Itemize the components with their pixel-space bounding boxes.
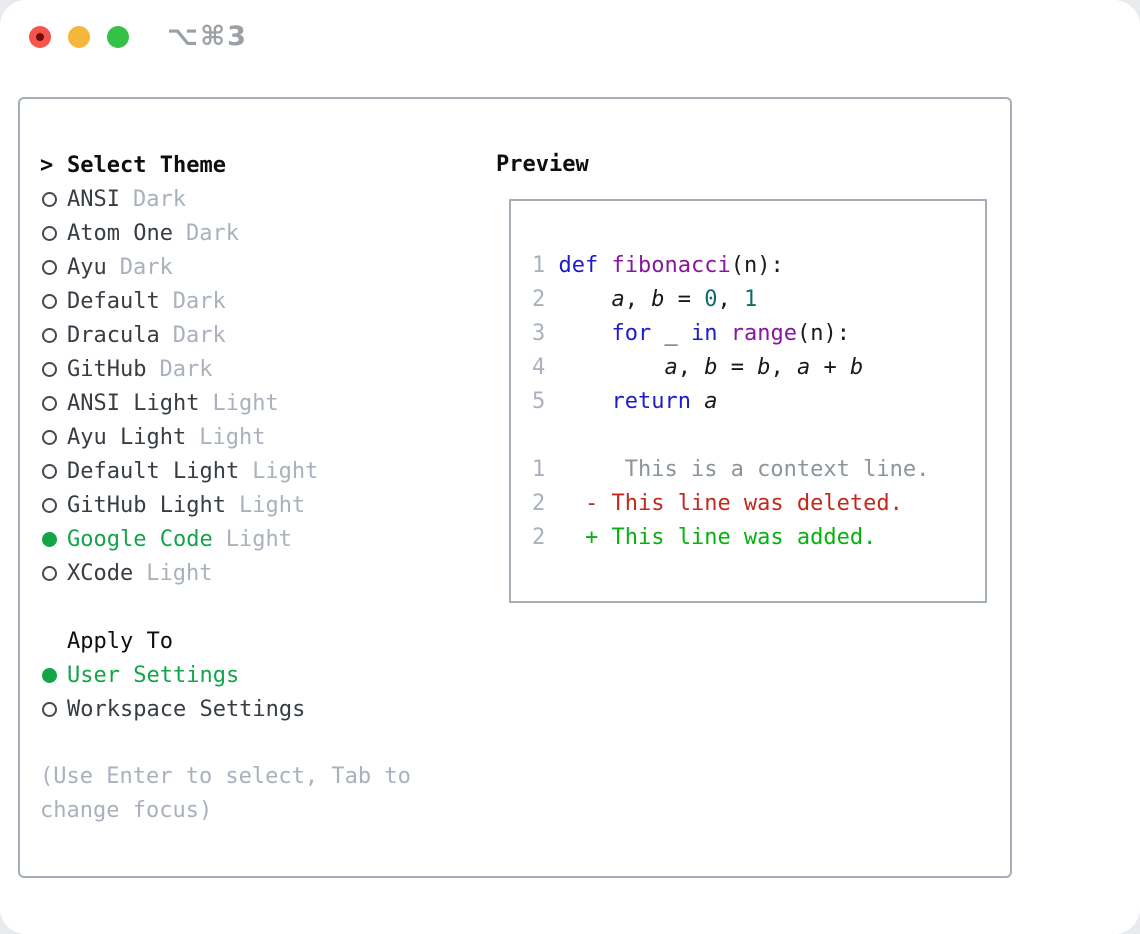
theme-name: Dracula (67, 322, 160, 348)
theme-option-default-light[interactable]: Default Light Light (40, 454, 411, 488)
theme-option-xcode[interactable]: XCode Light (40, 556, 411, 590)
theme-name: ANSI (67, 186, 120, 212)
theme-option-ansi-light[interactable]: ANSI Light Light (40, 386, 411, 420)
preview-code: 1 def fibonacci(n): 2 a, b = 0, 1 3 for _ … (511, 201, 985, 555)
preview-line: 4 a, b = b, a + b (532, 355, 864, 380)
line-number: 2 (532, 491, 559, 516)
radio-icon (40, 463, 67, 479)
theme-option-ayu-light[interactable]: Ayu Light Light (40, 420, 411, 454)
help-line: change focus) (40, 798, 213, 823)
preview-pane: 1 def fibonacci(n): 2 a, b = 0, 1 3 for _ … (509, 199, 987, 603)
theme-variant: Dark (119, 254, 173, 280)
line-number: 1 (532, 457, 559, 482)
theme-variant: Light (212, 390, 279, 416)
theme-name: XCode (67, 560, 134, 586)
theme-variant: Dark (172, 322, 226, 348)
cursor-prompt-icon: > (40, 152, 54, 178)
zoom-button-icon[interactable] (107, 26, 129, 48)
radio-selected-icon (40, 667, 67, 683)
theme-name: ANSI Light (67, 390, 200, 416)
theme-name: Atom One (67, 220, 173, 246)
line-number: 4 (532, 355, 559, 380)
radio-icon (40, 361, 67, 377)
theme-option-ansi[interactable]: ANSI Dark (40, 182, 411, 216)
radio-icon (40, 565, 67, 581)
theme-name: GitHub (67, 356, 147, 382)
theme-variant: Dark (159, 356, 213, 382)
radio-selected-icon (40, 531, 67, 547)
theme-option-ayu[interactable]: Ayu Dark (40, 250, 411, 284)
radio-icon (40, 191, 67, 207)
line-number: 2 (532, 525, 559, 550)
preview-line: 2 + This line was added. (532, 525, 877, 550)
spacer (40, 726, 411, 760)
radio-icon (40, 225, 67, 241)
preview-line: 3 for _ in range(n): (532, 321, 850, 346)
spacer (40, 590, 411, 624)
theme-variant: Dark (172, 288, 226, 314)
theme-option-google-code[interactable]: Google Code Light (40, 522, 411, 556)
apply-to-header: Apply To (40, 624, 411, 658)
theme-variant: Dark (185, 220, 239, 246)
line-number: 3 (532, 321, 559, 346)
preview-line: 1 This is a context line. (532, 457, 930, 482)
titlebar: ⌥⌘3 (0, 0, 1140, 97)
close-button-icon[interactable] (29, 26, 51, 48)
theme-variant: Light (225, 526, 292, 552)
line-number: 2 (532, 287, 559, 312)
select-theme-header: > Select Theme (40, 148, 411, 182)
theme-option-dracula[interactable]: Dracula Dark (40, 318, 411, 352)
radio-icon (40, 395, 67, 411)
radio-icon (40, 701, 67, 717)
theme-name: Ayu (67, 254, 107, 280)
theme-option-default[interactable]: Default Dark (40, 284, 411, 318)
theme-option-atom-one[interactable]: Atom One Dark (40, 216, 411, 250)
help-line: (Use Enter to select, Tab to (40, 764, 411, 789)
traffic-lights (29, 26, 129, 48)
help-text: (Use Enter to select, Tab to change focus… (40, 760, 411, 828)
preview-line: 2 - This line was deleted. (532, 491, 903, 516)
radio-icon (40, 327, 67, 343)
theme-name: Google Code (67, 526, 213, 552)
theme-variant: Dark (132, 186, 186, 212)
preview-line: 5 return a (532, 389, 718, 414)
preview-line: 2 a, b = 0, 1 (532, 287, 758, 312)
minimize-button-icon[interactable] (68, 26, 90, 48)
radio-icon (40, 429, 67, 445)
radio-icon (40, 259, 67, 275)
theme-variant: Light (238, 492, 306, 518)
theme-name: GitHub Light (67, 492, 226, 518)
radio-icon (40, 293, 67, 309)
apply-option-workspace-settings[interactable]: Workspace Settings (40, 692, 411, 726)
preview-title: Preview (496, 152, 589, 177)
radio-icon (40, 497, 67, 513)
theme-variant: Light (199, 424, 266, 450)
theme-name: Default (67, 288, 160, 314)
theme-name: Ayu Light (67, 424, 187, 450)
apply-option-user-settings[interactable]: User Settings (40, 658, 411, 692)
theme-option-github-light[interactable]: GitHub Light Light (40, 488, 411, 522)
theme-option-github[interactable]: GitHub Dark (40, 352, 411, 386)
preview-blank-line (532, 419, 985, 453)
preview-line: 1 def fibonacci(n): (532, 253, 784, 278)
line-number: 1 (532, 253, 559, 278)
keyboard-shortcut-label: ⌥⌘3 (167, 21, 248, 52)
apply-to-title: Apply To (67, 628, 173, 654)
theme-variant: Light (252, 458, 319, 484)
apply-option-label: User Settings (67, 662, 240, 688)
apply-option-label: Workspace Settings (67, 696, 306, 722)
theme-variant: Light (146, 560, 213, 586)
theme-name: Default Light (67, 458, 240, 484)
select-theme-title: Select Theme (67, 152, 226, 178)
line-number: 5 (532, 389, 559, 414)
